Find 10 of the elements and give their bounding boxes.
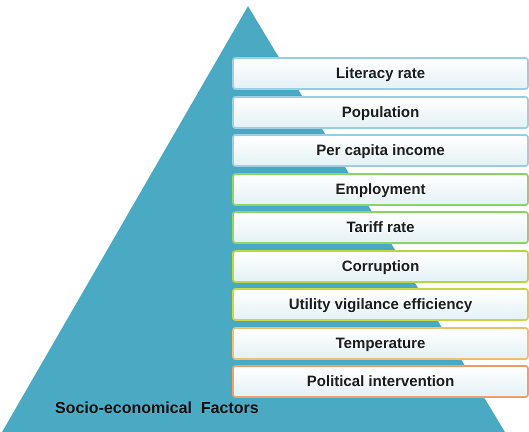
- factor-box: Population: [232, 96, 529, 128]
- factor-box: Tariff rate: [232, 211, 529, 244]
- factor-box: Temperature: [232, 326, 529, 360]
- factor-box: Political intervention: [232, 365, 529, 398]
- factor-box: Corruption: [232, 250, 529, 282]
- factor-box: Per capita income: [232, 134, 529, 167]
- factor-box: Employment: [232, 172, 529, 206]
- pyramid-title: Socio-economical Factors: [55, 400, 259, 418]
- factor-box: Utility vigilance efficiency: [232, 288, 529, 321]
- factor-box: Literacy rate: [232, 57, 529, 90]
